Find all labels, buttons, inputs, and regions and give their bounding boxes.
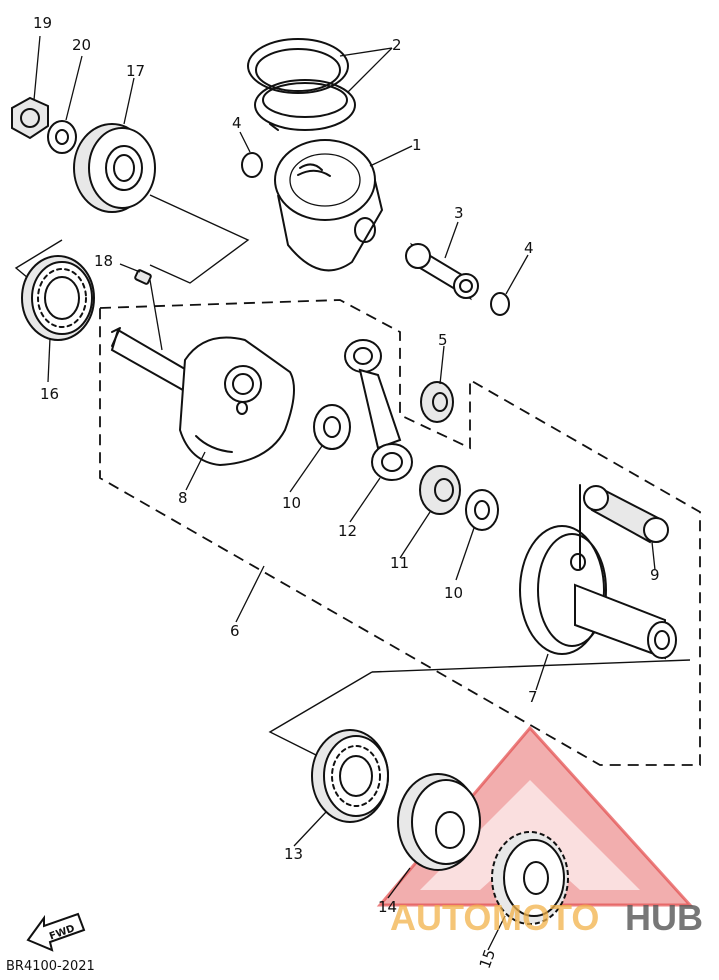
callout-12: 12	[338, 522, 357, 540]
callout-20: 20	[72, 36, 91, 54]
callout-4-right: 4	[524, 239, 534, 257]
piston-rings	[247, 38, 356, 131]
assembly-outlines	[14, 194, 701, 766]
watermark-hub: HUB	[625, 897, 703, 938]
watermark-text: AUTO MOTO HUB	[390, 897, 703, 938]
oil-seal-right	[397, 773, 481, 871]
woodruff-key	[134, 269, 152, 285]
nut	[11, 96, 49, 140]
callout-13: 13	[284, 845, 303, 863]
callout-9: 9	[650, 566, 660, 584]
callout-19: 19	[33, 14, 52, 32]
callout-7: 7	[528, 688, 538, 706]
callouts: 19 20 17 2 4 1 3 4 18 5 16 8 10 12 11 10…	[33, 14, 660, 863]
watermark-moto: MOTO	[492, 897, 599, 938]
circlip-left	[241, 152, 263, 178]
crank-right-half	[519, 484, 677, 660]
connecting-rod	[344, 339, 413, 481]
callout-6: 6	[230, 622, 240, 640]
callout-5: 5	[438, 331, 448, 349]
callout-3: 3	[454, 204, 464, 222]
diagram-code: BR4100-2021	[6, 959, 95, 974]
callout-4-left: 4	[232, 114, 242, 132]
crank-left-half	[110, 327, 295, 467]
primary-drive-gear	[491, 831, 569, 925]
crank-pin	[583, 485, 669, 544]
needle-bearing-big	[419, 465, 461, 515]
needle-bearing-small	[420, 381, 454, 423]
callout-15-visible: 15	[476, 947, 499, 971]
callout-16: 16	[40, 385, 59, 403]
leader-lines	[33, 35, 656, 951]
circlip-right	[490, 292, 510, 316]
callout-18: 18	[94, 252, 113, 270]
thrust-washer-right	[465, 489, 499, 531]
oil-seal	[73, 123, 156, 213]
callout-11: 11	[390, 554, 409, 572]
piston	[274, 139, 384, 272]
callout-14-visible: 14	[378, 898, 397, 916]
bearing-left	[21, 255, 95, 341]
bearing-right	[311, 729, 389, 823]
callout-2: 2	[392, 36, 402, 54]
callout-10-left: 10	[282, 494, 301, 512]
callout-8: 8	[178, 489, 188, 507]
callout-10-right: 10	[444, 584, 463, 602]
piston-pin	[405, 242, 479, 301]
watermark-auto: AUTO	[390, 897, 491, 938]
thrust-washer-left	[313, 404, 351, 450]
forward-arrow: FWD	[26, 912, 86, 952]
callout-17: 17	[126, 62, 145, 80]
washer	[47, 120, 77, 154]
callout-1: 1	[412, 136, 422, 154]
